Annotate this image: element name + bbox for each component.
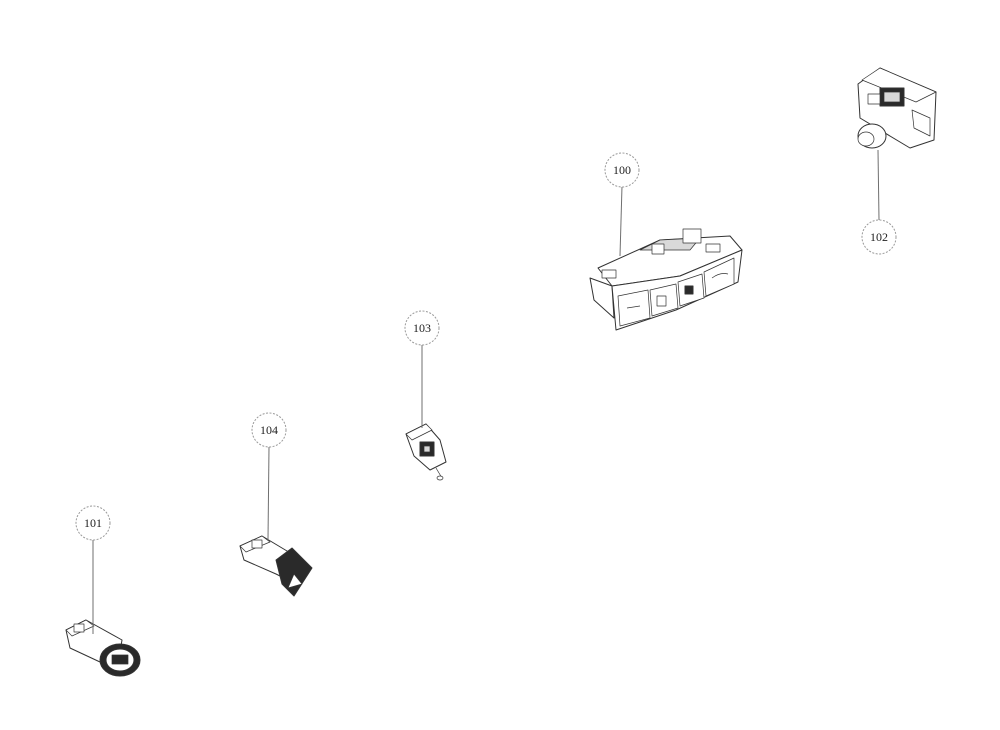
callout-100: 100 (604, 152, 640, 188)
callout-label: 104 (260, 423, 278, 437)
leader-104 (267, 446, 270, 541)
callout-circle (861, 219, 897, 255)
callout-circle (604, 152, 640, 188)
callout-104: 104 (251, 412, 287, 448)
callout-label: 100 (613, 163, 631, 177)
connector-103 (405, 423, 447, 481)
callout-circle (251, 412, 287, 448)
callout-102: 102 (861, 219, 897, 255)
callout-101: 101 (75, 505, 111, 541)
knob-switch-102 (857, 67, 937, 149)
switch-panel-100 (589, 228, 743, 331)
callout-circle (75, 505, 111, 541)
callout-label: 102 (870, 230, 888, 244)
callout-circle (404, 310, 440, 346)
push-switch-101 (65, 619, 141, 677)
leader-100 (619, 185, 623, 257)
callout-label: 103 (413, 321, 431, 335)
leader-102 (877, 149, 880, 221)
callout-label: 101 (84, 516, 102, 530)
hazard-switch-104 (239, 535, 313, 597)
callout-103: 103 (404, 310, 440, 346)
